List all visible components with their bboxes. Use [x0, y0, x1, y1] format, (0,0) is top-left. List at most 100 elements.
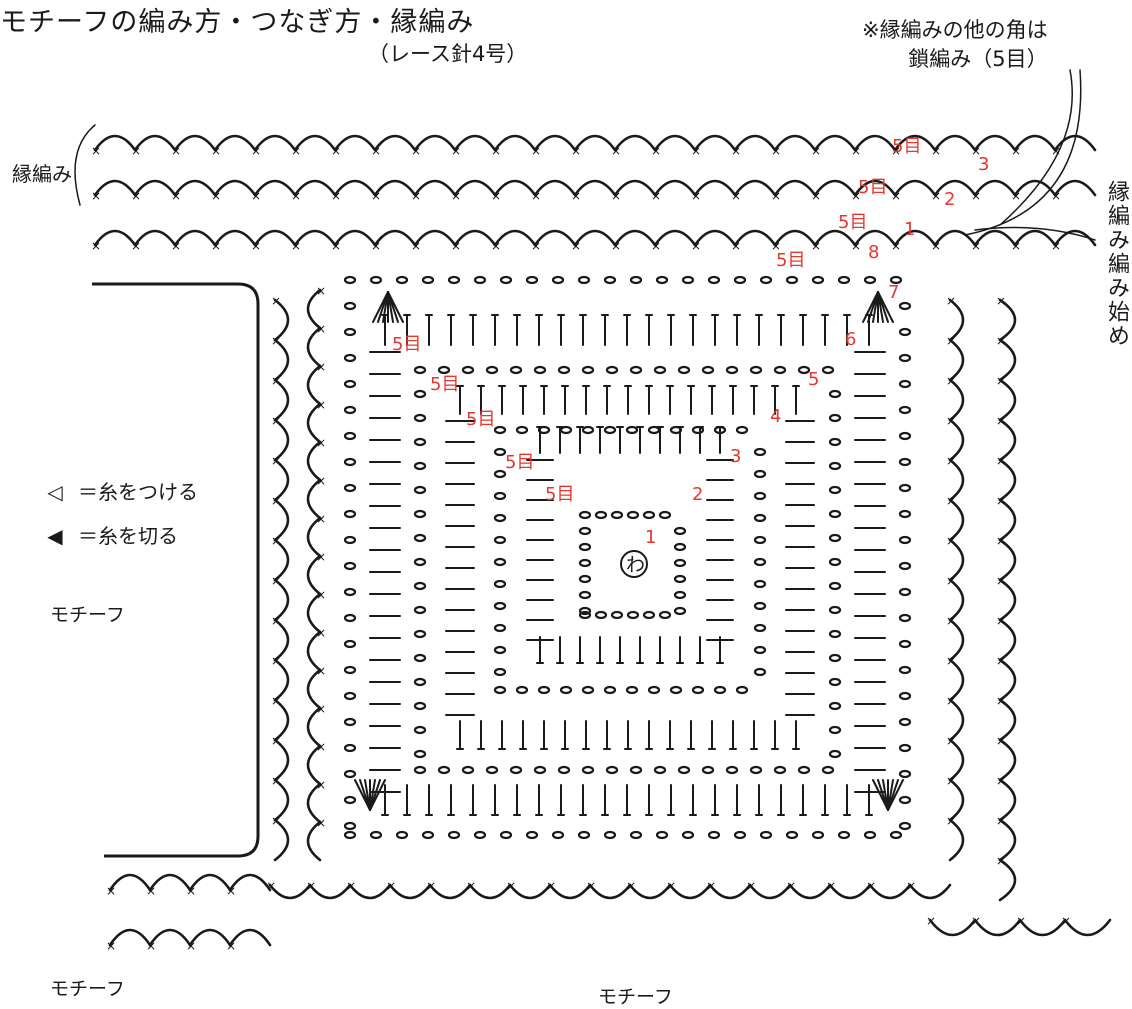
chain-stitch: [493, 447, 507, 457]
chain-stitch: [343, 639, 357, 649]
chain-arch: [306, 402, 322, 444]
chain-stitch: [343, 587, 357, 597]
chain-stitch: [898, 509, 912, 519]
chain-stitch: [828, 725, 842, 735]
chain-arch: [306, 706, 322, 748]
chain-stitch: [625, 685, 639, 695]
chain-arch: [1053, 134, 1097, 152]
chain-arch: [548, 883, 592, 900]
chain-stitch: [343, 743, 357, 753]
chain-stitch: [343, 613, 357, 623]
chain-arch: [93, 179, 137, 197]
chain-arch: [948, 338, 965, 382]
chain-arch: [108, 873, 152, 892]
chain-stitch: [837, 830, 851, 840]
chain-stitch: [413, 749, 427, 759]
chain-arch: [133, 134, 177, 152]
chain-arch: [306, 440, 322, 482]
chain-stitch: [898, 795, 912, 805]
sc-mark: ×: [946, 454, 956, 468]
sc-mark: ×: [811, 239, 821, 253]
chain-arch: [388, 883, 432, 900]
chain-stitch: [577, 830, 591, 840]
chain-arch: [1053, 179, 1097, 197]
chain-stitch: [797, 365, 811, 375]
sc-mark: ×: [971, 914, 981, 928]
chain-arch: [253, 229, 297, 247]
chain-stitch: [343, 795, 357, 805]
chain-stitch: [343, 830, 357, 840]
chain-arch: [733, 229, 777, 247]
sc-mark: ×: [996, 414, 1006, 428]
chain-arch: [613, 179, 657, 197]
chain-stitch: [735, 425, 749, 435]
chain-stitch: [811, 275, 825, 285]
chain-stitch: [898, 535, 912, 545]
sc-mark: ×: [106, 939, 116, 953]
sc-mark: ×: [691, 189, 701, 203]
sc-mark: ×: [186, 939, 196, 953]
chain-arch: [373, 179, 417, 197]
sc-mark: ×: [906, 879, 916, 893]
chain-stitch: [493, 491, 507, 501]
chain-stitch: [369, 830, 383, 840]
chain-stitch: [701, 765, 715, 775]
sc-mark: ×: [306, 879, 316, 893]
chain-arch: [273, 738, 290, 782]
chain-stitch: [493, 557, 507, 567]
chain-arch: [173, 229, 217, 247]
chain-stitch: [413, 509, 427, 519]
sc-mark: ×: [411, 144, 421, 158]
chain-stitch: [713, 425, 727, 435]
sc-mark: ×: [571, 189, 581, 203]
chain-arch: [948, 778, 965, 822]
chain-stitch: [509, 765, 523, 775]
motif-label-bottom: モチーフ: [598, 986, 673, 1008]
chain-arch: [306, 782, 322, 824]
chain-stitch: [629, 365, 643, 375]
sc-mark: ×: [926, 914, 936, 928]
edge-round-number: 2: [944, 189, 955, 210]
chain-stitch: [413, 677, 427, 687]
chain-stitch: [828, 701, 842, 711]
chain-stitch: [509, 365, 523, 375]
chain-arch: [273, 538, 290, 582]
sc-mark: ×: [891, 239, 901, 253]
sc-mark: ×: [271, 814, 281, 828]
sc-mark: ×: [996, 774, 1006, 788]
chain-stitch: [499, 830, 513, 840]
adjacent-motif-edges: [92, 282, 260, 858]
round-number: 5: [808, 369, 819, 390]
chain-stitch: [581, 685, 595, 695]
chain-stitch: [753, 623, 767, 633]
chain-arch: [813, 134, 857, 152]
chain-arch: [273, 498, 290, 542]
chain-arch: [948, 698, 965, 742]
chain-arch: [893, 179, 937, 197]
sc-mark: ×: [996, 814, 1006, 828]
edging-arches: ××××: [926, 914, 1112, 937]
chain-arch: [273, 778, 290, 822]
chain-arch: [668, 883, 712, 900]
chain-arch: [188, 928, 232, 947]
chain-stitch: [525, 275, 539, 285]
chain-arch: [773, 229, 817, 247]
chain-arch: [948, 458, 965, 502]
chain-stitch: [828, 581, 842, 591]
chain-arch: [893, 134, 937, 152]
chain-stitch: [828, 389, 842, 399]
chain-count-label: 5目: [505, 452, 534, 473]
chain-stitch: [735, 685, 749, 695]
sc-mark: ×: [316, 436, 326, 450]
chain-round: [343, 275, 912, 840]
chain-stitch: [753, 645, 767, 655]
sc-mark: ×: [331, 239, 341, 253]
chain-stitch: [811, 830, 825, 840]
chain-arch: [306, 554, 322, 596]
chain-stitch: [655, 275, 669, 285]
legend-cut-text: ＝糸を切る: [78, 524, 178, 548]
motif-label-bottom-left: モチーフ: [50, 978, 125, 1000]
sc-mark: ×: [371, 189, 381, 203]
sc-mark: ×: [186, 884, 196, 898]
sc-mark: ×: [226, 884, 236, 898]
